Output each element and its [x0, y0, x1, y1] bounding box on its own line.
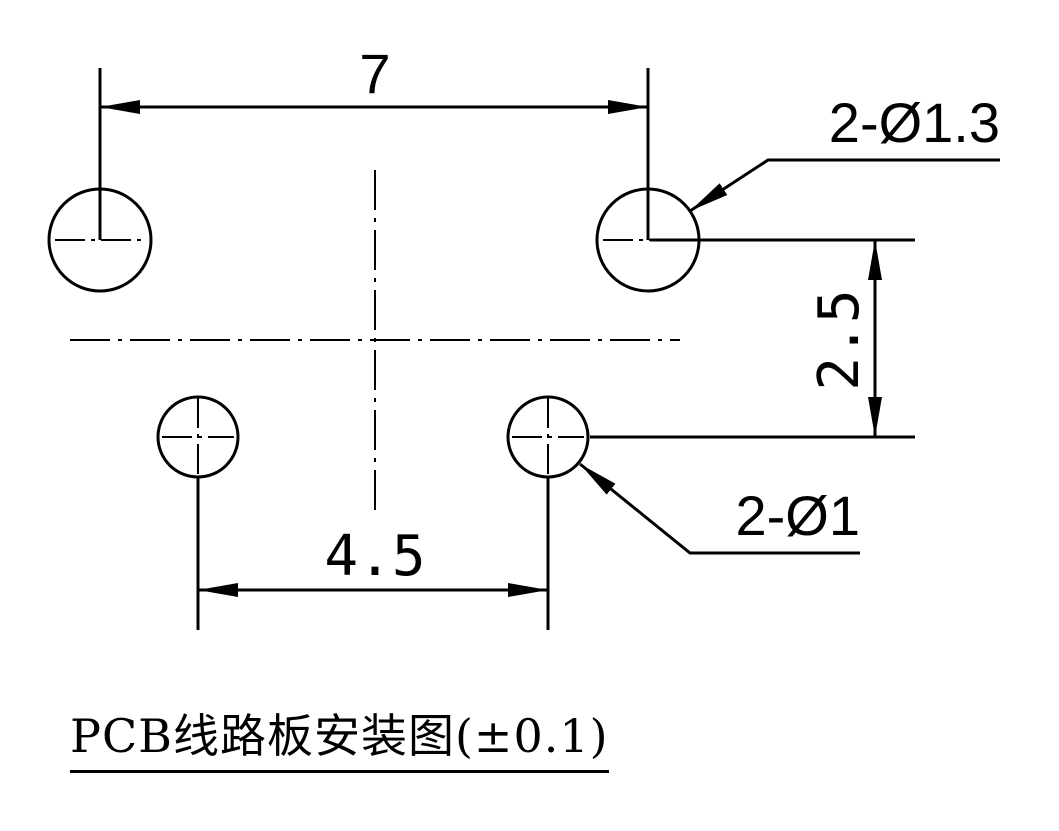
- hole-crosshairs: [55, 239, 693, 476]
- callout-large-hole: 2-Ø1.3: [829, 91, 1000, 154]
- drawing-caption: PCB线路板安装图(±0.1): [70, 700, 609, 773]
- callout-small-hole: 2-Ø1: [736, 484, 861, 547]
- dimension-lines: [100, 100, 882, 597]
- dim-bottom-label: 4.5: [324, 524, 425, 589]
- center-lines: [70, 170, 680, 510]
- leader-small-hole: [579, 462, 860, 555]
- leader-lines: [579, 158, 1000, 555]
- dim-vertical-label: 2.5: [807, 289, 872, 390]
- dim-top-label: 7: [359, 42, 390, 105]
- leader-large-hole: [689, 158, 1000, 213]
